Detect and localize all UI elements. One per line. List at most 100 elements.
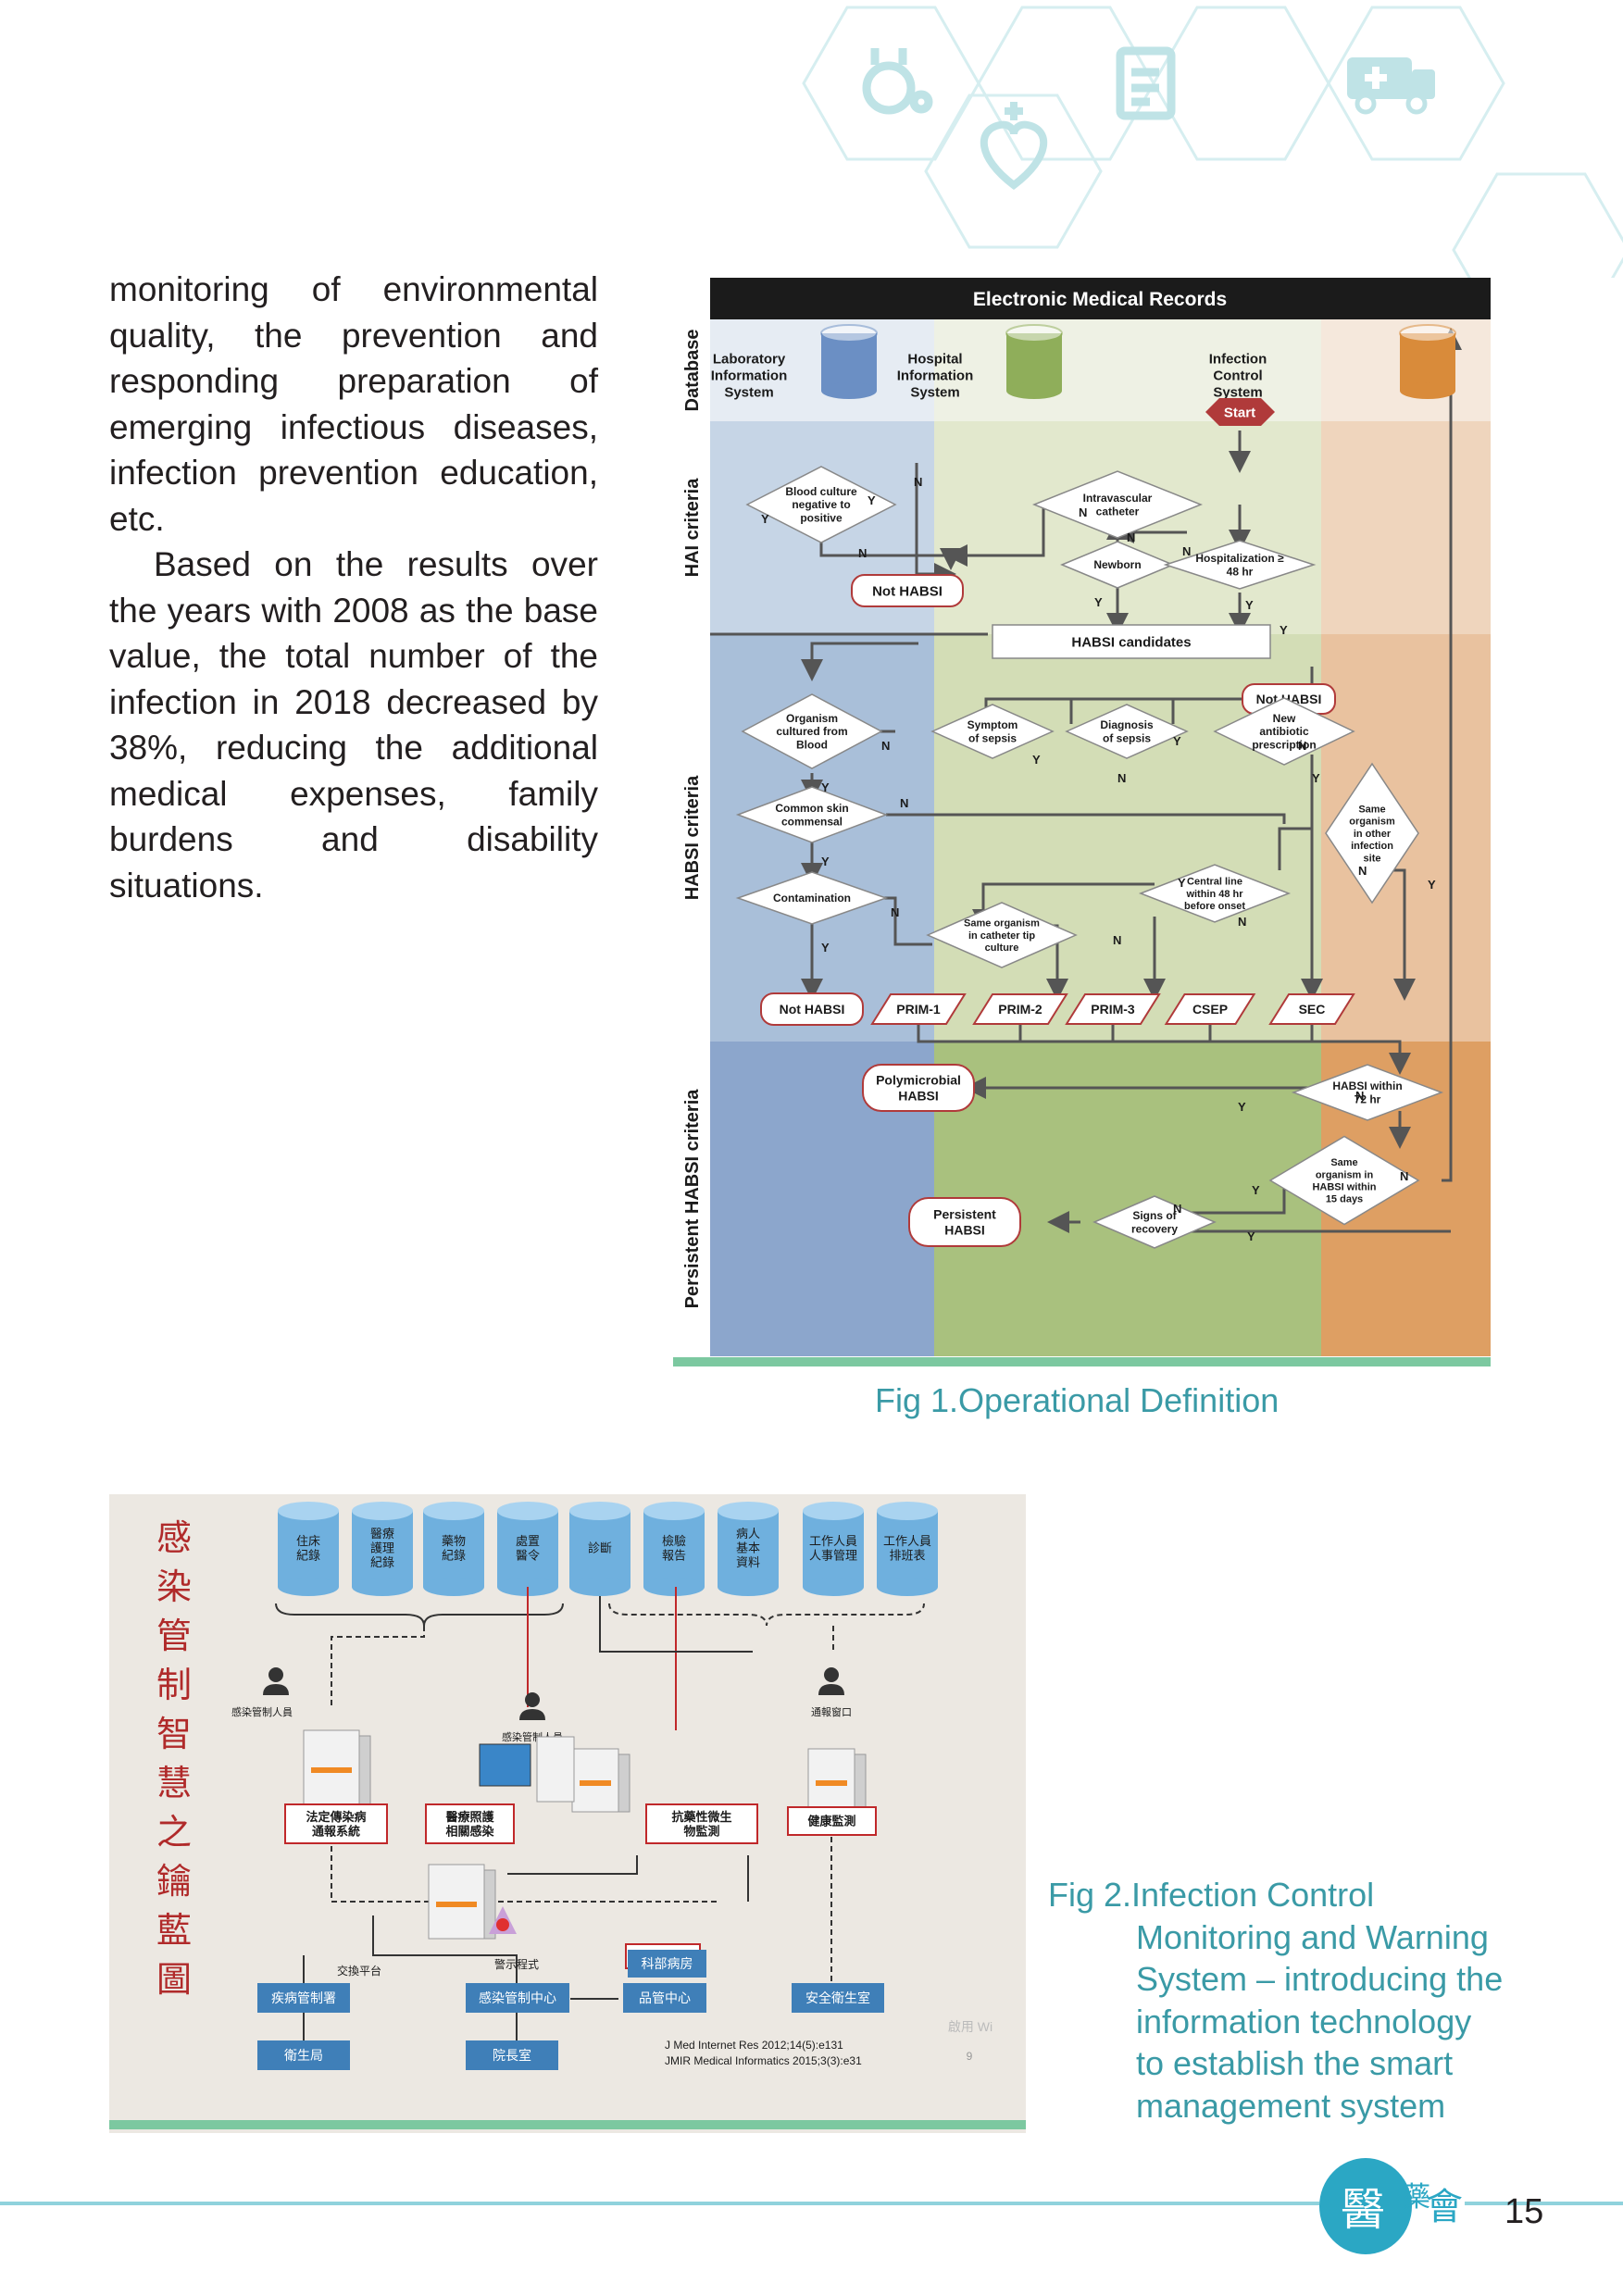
fig2-person-icon-2: 感染管制人員 bbox=[502, 1692, 563, 1743]
fig2-server-icon-3 bbox=[807, 1748, 867, 1813]
fig2-citation-1: J Med Internet Res 2012;14(5):e131 bbox=[665, 2039, 843, 2052]
flow-outcome-sec: SEC bbox=[1268, 993, 1355, 1025]
fig2-title-char: 鑰 bbox=[156, 1863, 192, 1902]
band-label-database: Database bbox=[682, 330, 703, 412]
svg-text:院長室: 院長室 bbox=[493, 2048, 531, 2063]
fig2-database-2: 醫療護理紀錄 bbox=[352, 1502, 413, 1596]
fig1-band-persistent bbox=[710, 1042, 1491, 1356]
clipboard-icon bbox=[1116, 46, 1176, 120]
edge-label: N bbox=[1127, 530, 1135, 544]
svg-text:CSEP: CSEP bbox=[1192, 1002, 1228, 1017]
fig2-unit-box-3: 品管中心 bbox=[623, 1983, 706, 2013]
fig2-citation-2: JMIR Medical Informatics 2015;3(3):e31 bbox=[665, 2054, 862, 2067]
svg-text:疾病管制署: 疾病管制署 bbox=[271, 1990, 336, 2005]
svg-text:安全衛生室: 安全衛生室 bbox=[805, 1990, 870, 2005]
svg-text:工作人員人事管理: 工作人員人事管理 bbox=[809, 1534, 857, 1563]
svg-text:Contamination: Contamination bbox=[773, 892, 851, 905]
edge-label: Y bbox=[1032, 753, 1041, 767]
fig2-server-icon-2 bbox=[571, 1748, 630, 1813]
svg-text:醫療護理紀錄: 醫療護理紀錄 bbox=[370, 1527, 394, 1569]
svg-text:健康監測: 健康監測 bbox=[807, 1815, 855, 1828]
fig2-database-1: 住床紀錄 bbox=[278, 1502, 339, 1596]
svg-text:醫療照護相關感染: 醫療照護相關感染 bbox=[445, 1810, 494, 1839]
svg-text:法定傳染病通報系統: 法定傳染病通報系統 bbox=[306, 1810, 366, 1839]
svg-text:Start: Start bbox=[1224, 405, 1255, 420]
fig2-underline bbox=[109, 2120, 1026, 2129]
logo-char-2: 藥 bbox=[1403, 2182, 1430, 2213]
ambulance-icon bbox=[1347, 57, 1435, 115]
svg-text:工作人員排班表: 工作人員排班表 bbox=[883, 1534, 931, 1563]
fig2-title-char: 染 bbox=[156, 1568, 192, 1607]
stethoscope-icon bbox=[862, 48, 933, 115]
fig2-person-icon-1: 感染管制人員 bbox=[231, 1667, 293, 1718]
edge-label: Y bbox=[1178, 876, 1186, 890]
page-number: 15 bbox=[1504, 2192, 1544, 2231]
fig2-database-9: 工作人員排班表 bbox=[877, 1502, 938, 1596]
edge-label: Y bbox=[821, 780, 830, 794]
fig2-alert-flame-icon bbox=[489, 1906, 517, 1934]
svg-text:PRIM-3: PRIM-3 bbox=[1091, 1002, 1135, 1017]
svg-text:衛生局: 衛生局 bbox=[284, 2048, 323, 2063]
edge-label: N bbox=[900, 796, 908, 810]
band-label-persistent: Persistent HABSI criteria bbox=[682, 1089, 703, 1309]
magazine-logo: 醫 藥 會 bbox=[1319, 2158, 1463, 2254]
fig2-unit-box-1: 疾病管制署 bbox=[257, 1983, 350, 2013]
fig2-database-5: 診斷 bbox=[569, 1502, 630, 1596]
edge-label: N bbox=[1400, 1169, 1408, 1183]
edge-label: Y bbox=[821, 855, 830, 868]
svg-text:診斷: 診斷 bbox=[588, 1541, 612, 1555]
edge-label: Y bbox=[1428, 878, 1436, 892]
edge-label: Y bbox=[1312, 771, 1320, 785]
svg-text:檢驗報告: 檢驗報告 bbox=[662, 1534, 686, 1563]
footer-rule-left bbox=[0, 2202, 1319, 2205]
svg-text:病人基本資料: 病人基本資料 bbox=[736, 1527, 760, 1569]
edge-label: Y bbox=[1245, 598, 1254, 612]
fig1-header-title: Electronic Medical Records bbox=[973, 289, 1227, 310]
fig2-system-box-2: 醫療照護相關感染 bbox=[425, 1803, 515, 1844]
fig2-caption-line-2: Monitoring and Warning bbox=[1136, 1917, 1489, 1956]
logo-char-3: 會 bbox=[1426, 2187, 1463, 2227]
fig2-database-4: 處置醫令 bbox=[497, 1502, 558, 1596]
fig2-unit-box-4: 安全衛生室 bbox=[792, 1983, 884, 2013]
fig2-unit-box-7: 院長室 bbox=[466, 2040, 558, 2070]
flow-start: Start bbox=[1205, 398, 1275, 426]
svg-text:HABSI candidates: HABSI candidates bbox=[1071, 634, 1191, 650]
fig2-alert-label: 警示程式 bbox=[494, 1957, 539, 1971]
fig1-flowchart: Electronic Medical Records Database HAI … bbox=[673, 278, 1491, 1366]
edge-label: N bbox=[1355, 1089, 1364, 1103]
flow-decision-contamination: Contamination bbox=[735, 871, 889, 925]
edge-label: Y bbox=[1238, 1100, 1246, 1114]
edge-label: N bbox=[1079, 505, 1087, 519]
flow-terminal-not-habsi-3: Not HABSI bbox=[760, 992, 864, 1026]
fig1-header-bar bbox=[710, 278, 1491, 319]
flow-outcome-prim1: PRIM-1 bbox=[870, 993, 967, 1025]
svg-text:Not HABSI: Not HABSI bbox=[780, 1002, 845, 1017]
fig2-system-box-1: 法定傳染病通報系統 bbox=[284, 1803, 388, 1844]
edge-label: Y bbox=[1252, 1183, 1260, 1197]
edge-label: N bbox=[858, 546, 867, 560]
fig1-caption: Fig 1.Operational Definition bbox=[875, 1381, 1280, 1419]
fig2-caption-line-3: System – introducing the bbox=[1136, 1960, 1504, 1998]
fig2-page-mark: 9 bbox=[967, 2050, 973, 2063]
fig2-monitor-icon bbox=[479, 1736, 575, 1803]
edge-label: Y bbox=[1173, 734, 1181, 748]
edge-label: Y bbox=[1280, 623, 1288, 637]
fig2-title-char: 慧 bbox=[156, 1765, 192, 1803]
hexagon-header-decoration bbox=[802, 6, 1623, 278]
